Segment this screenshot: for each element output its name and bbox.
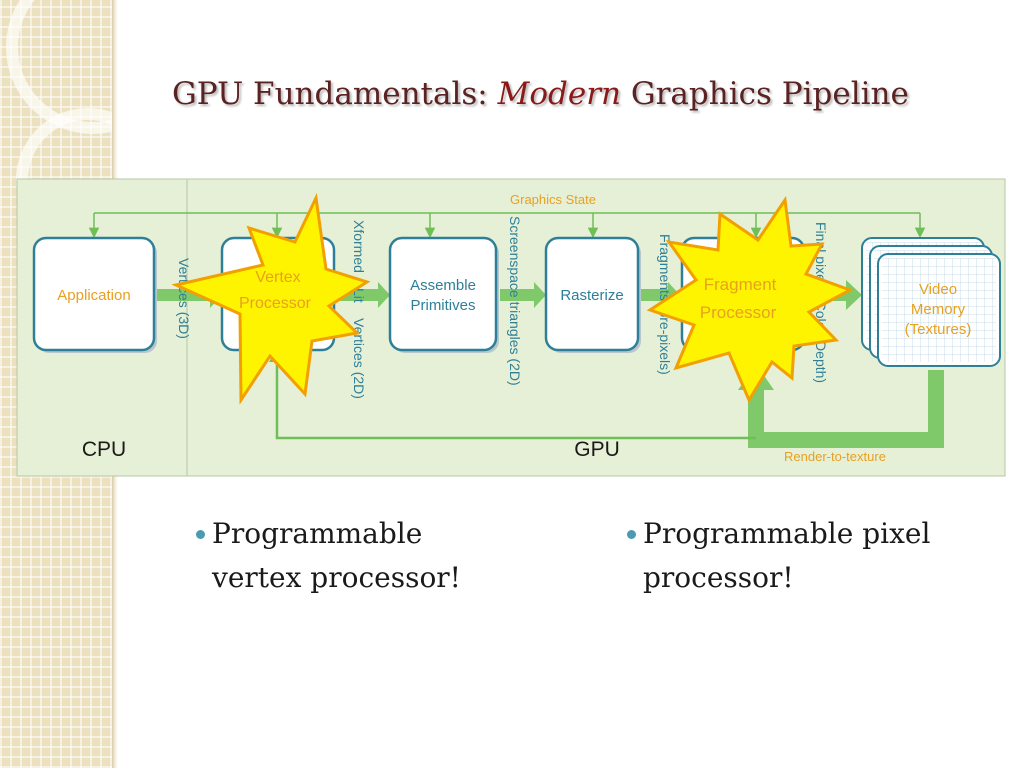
rasterize-box [544,236,640,352]
slide-title: GPU Fundamentals: Modern Graphics Pipeli… [172,76,909,112]
gpu-label: GPU [574,438,620,461]
video-memory-line3: (Textures) [905,321,972,338]
flow-label-vertices-3d: Vertices (3D) [176,258,192,339]
bullet-line: processor! [643,561,794,594]
bullet-line: Programmable pixel [643,517,931,550]
flow-label-vertices-2d: Vertices (2D) [351,318,367,399]
flow-label-screenspace: Screenspace triangles (2D) [507,216,523,386]
cpu-label: CPU [82,438,126,461]
fragment-processor-line1: Fragment [704,275,777,294]
fragment-processor-starburst: Fragment Processor [646,195,854,404]
bullet-item: Programmable vertex processor! [196,512,461,600]
flow-label-lit: Lit [351,288,367,303]
graphics-state-label: Graphics State [510,192,596,207]
memory-card-front-grid [882,258,996,362]
video-memory-line1: Video [919,281,957,298]
title-part1: GPU Fundamentals: [172,76,498,112]
flow-arrow-assemble-to-rasterize [500,282,546,308]
rasterize-label: Rasterize [560,287,623,304]
render-to-texture-path [748,370,944,448]
bullet-line: vertex processor! [212,561,461,594]
vertex-processor-starburst: Vertex Processor [171,192,371,405]
feedback-to-vertex-path [275,360,756,440]
fragment-starburst-shape [646,195,854,404]
render-to-texture-label: Render-to-texture [784,449,886,464]
pipeline-diagram: Graphics State Render-to-texture Applica… [16,178,1006,477]
title-part2: Graphics Pipeline [620,76,909,112]
bullet-line: Programmable [212,517,423,550]
assemble-box [388,236,498,352]
assemble-label-line2: Primitives [410,297,475,314]
fragment-processor-line2: Processor [700,303,777,322]
bullet-item: Programmable pixel processor! [627,512,931,600]
bullet-dot-icon [196,530,205,539]
flow-label-xformed: Xformed [351,220,367,273]
vertex-processor-line1: Vertex [255,269,300,286]
bullet-dot-icon [627,530,636,539]
title-emphasis: Modern [497,76,621,112]
flow-arrow-app-to-vertex [156,282,222,308]
vertex-starburst-shape [171,192,371,405]
vertex-processor-line2: Processor [239,295,312,312]
video-memory-line2: Memory [911,301,966,318]
assemble-label-line1: Assemble [410,277,476,294]
application-box [32,236,156,352]
application-label: Application [57,287,130,304]
flow-arrow-vertex-to-assemble [338,282,390,308]
